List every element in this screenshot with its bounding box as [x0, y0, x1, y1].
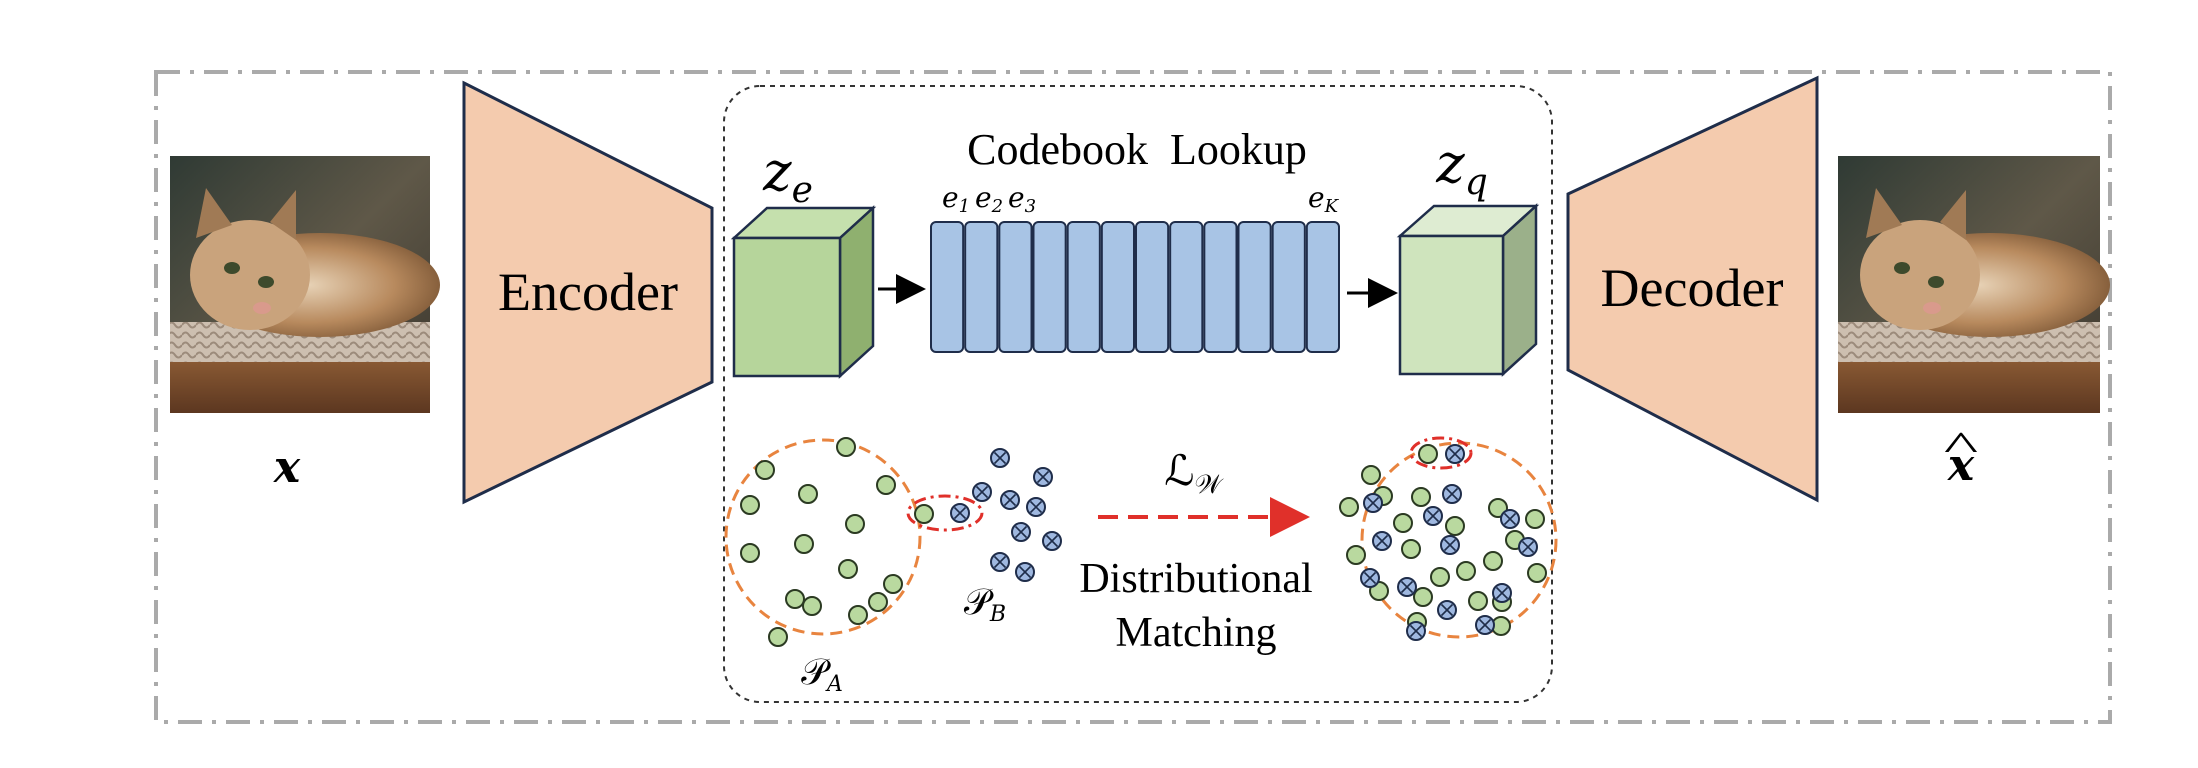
blue-point — [1437, 600, 1457, 620]
blue-point — [1372, 531, 1392, 551]
decoder-block — [1566, 75, 1819, 503]
green-point — [1456, 561, 1476, 581]
codebook-entry — [1169, 221, 1204, 353]
codebook-entry — [1203, 221, 1238, 353]
outer-frame — [154, 70, 2112, 724]
blue-point — [1445, 444, 1465, 464]
zq-label: zq — [1435, 132, 1488, 203]
green-point — [1413, 587, 1433, 607]
green-point — [1483, 551, 1503, 571]
encoder-label: Encoder — [498, 262, 678, 322]
green-point — [876, 475, 896, 495]
green-point — [1393, 513, 1413, 533]
blue-point — [950, 503, 970, 523]
blue-point — [1475, 615, 1495, 635]
codebook-entry — [1135, 221, 1170, 353]
green-point — [1418, 444, 1438, 464]
green-point — [1346, 545, 1366, 565]
green-point — [848, 605, 868, 625]
blue-point — [1440, 535, 1460, 555]
encoder-block — [462, 80, 714, 505]
matching-caption-line1: Distributional — [1079, 556, 1312, 602]
green-point — [868, 592, 888, 612]
green-point — [845, 514, 865, 534]
green-point — [794, 534, 814, 554]
output-image — [1838, 156, 2110, 413]
points-layer — [740, 437, 1547, 647]
green-point — [838, 559, 858, 579]
codebook-entry — [1305, 221, 1341, 353]
ze-label: ze — [762, 140, 813, 211]
green-point — [1527, 563, 1547, 583]
green-point — [802, 596, 822, 616]
nearest-pair-highlight-left — [906, 494, 984, 532]
distribution-matched-circle — [1360, 441, 1558, 639]
green-point — [1411, 487, 1431, 507]
quantizer-panel — [723, 85, 1553, 703]
blue-point — [1026, 497, 1046, 517]
blue-point — [1000, 490, 1020, 510]
green-point — [883, 574, 903, 594]
input-symbol: x — [273, 442, 301, 493]
distribution-a-label: 𝒫A — [801, 652, 843, 697]
green-point — [785, 589, 805, 609]
blue-point — [1423, 506, 1443, 526]
output-symbol: x — [1947, 440, 1975, 491]
green-point — [1468, 591, 1488, 611]
green-point — [1430, 567, 1450, 587]
blue-point — [1492, 583, 1512, 603]
ze-cube — [730, 205, 877, 379]
blue-point — [1011, 522, 1031, 542]
blue-point — [1500, 509, 1520, 529]
green-point — [836, 437, 856, 457]
codebook-entry — [1032, 221, 1067, 353]
blue-point — [990, 448, 1010, 468]
codebook-entry — [1066, 221, 1101, 353]
green-point — [1339, 497, 1359, 517]
green-point — [1525, 509, 1545, 529]
blue-point — [972, 482, 992, 502]
blue-point — [1442, 484, 1462, 504]
green-point — [755, 460, 775, 480]
blue-point — [1015, 562, 1035, 582]
codebook-label-e1: e1 — [942, 181, 970, 217]
green-point — [1445, 516, 1465, 536]
blue-point — [1363, 493, 1383, 513]
codebook-entry — [1271, 221, 1306, 353]
output-accent: ^ — [1944, 423, 1978, 469]
wasserstein-loss-label: ℒ𝒲 — [1164, 446, 1224, 500]
blue-point — [990, 552, 1010, 572]
green-point — [1361, 465, 1381, 485]
codebook-entry — [930, 221, 965, 353]
decoder-label: Decoder — [1601, 258, 1784, 318]
codebook-label-eK: eK — [1308, 181, 1340, 217]
codebook-entry — [1237, 221, 1272, 353]
green-point — [914, 504, 934, 524]
green-point — [768, 627, 788, 647]
nearest-pair-highlight-right — [1409, 436, 1473, 470]
green-point — [740, 543, 760, 563]
blue-point — [1042, 531, 1062, 551]
green-point — [798, 484, 818, 504]
codebook-title: Codebook Lookup — [967, 125, 1307, 174]
distribution-a-circle — [724, 438, 922, 636]
green-point — [1401, 539, 1421, 559]
codebook-label-e2: e2 — [975, 181, 1003, 217]
codebook-label-e3: e3 — [1008, 181, 1036, 217]
blue-point — [1033, 467, 1053, 487]
blue-point — [1360, 568, 1380, 588]
zq-cube — [1396, 203, 1540, 377]
blue-point — [1406, 621, 1426, 641]
blue-point — [1397, 577, 1417, 597]
green-point — [740, 495, 760, 515]
matching-caption-line2: Matching — [1116, 610, 1277, 656]
distribution-b-label: 𝒫B — [964, 582, 1006, 627]
blue-point — [1518, 537, 1538, 557]
codebook-entries — [930, 221, 1341, 353]
codebook-entry — [998, 221, 1033, 353]
codebook-entry — [964, 221, 999, 353]
input-image — [170, 156, 440, 413]
codebook-entry — [1100, 221, 1136, 353]
